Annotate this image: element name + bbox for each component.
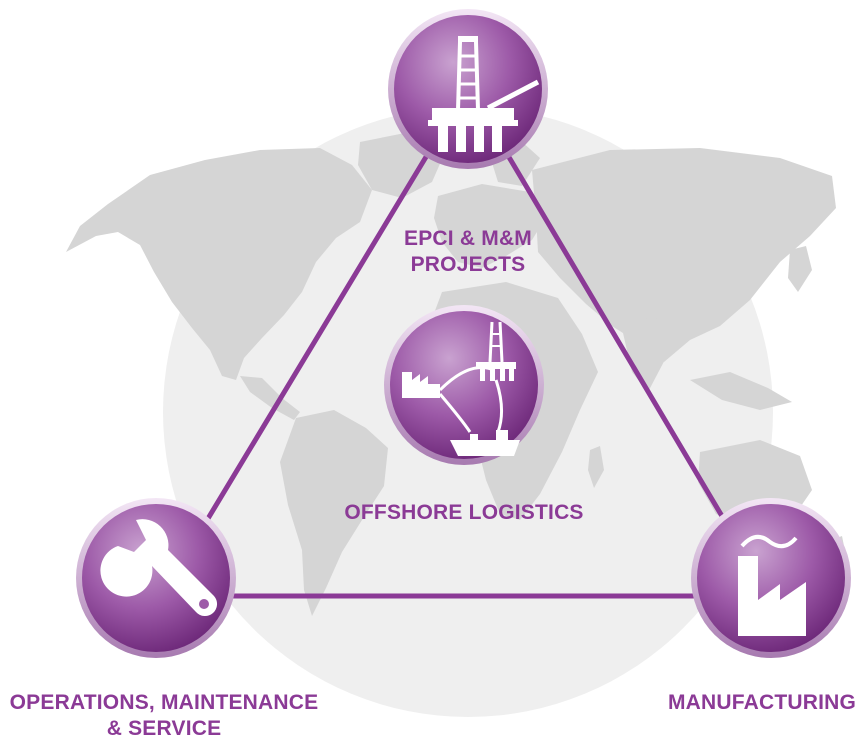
label-operations-line-1: OPERATIONS, MAINTENANCE bbox=[9, 691, 319, 714]
node-operations-maintenance-service bbox=[76, 498, 236, 658]
node-epci-projects bbox=[388, 9, 548, 169]
connector-top-right bbox=[497, 139, 751, 563]
label-epci-line-1: EPCI & M&M bbox=[404, 227, 532, 250]
connection-triangle bbox=[180, 139, 751, 599]
label-offshore-logistics: OFFSHORE LOGISTICS bbox=[334, 500, 594, 526]
node-manufacturing bbox=[691, 498, 851, 658]
label-manufacturing-line-1: MANUFACTURING bbox=[667, 691, 857, 714]
label-operations-line-2: & SERVICE bbox=[106, 717, 222, 740]
connector-top-left bbox=[180, 139, 438, 563]
node-offshore-logistics bbox=[384, 305, 544, 465]
label-operations-maintenance-service: OPERATIONS, MAINTENANCE & SERVICE bbox=[4, 690, 324, 742]
label-offshore-logistics-line-1: OFFSHORE LOGISTICS bbox=[344, 501, 584, 524]
label-epci-line-2: PROJECTS bbox=[410, 253, 526, 276]
label-epci-projects: EPCI & M&M PROJECTS bbox=[368, 226, 568, 278]
factory-icon bbox=[738, 534, 806, 636]
offshore-logistics-icon bbox=[402, 321, 520, 456]
oil-platform-icon bbox=[428, 36, 540, 152]
label-manufacturing: MANUFACTURING bbox=[660, 690, 864, 716]
wrench-icon bbox=[100, 519, 218, 617]
